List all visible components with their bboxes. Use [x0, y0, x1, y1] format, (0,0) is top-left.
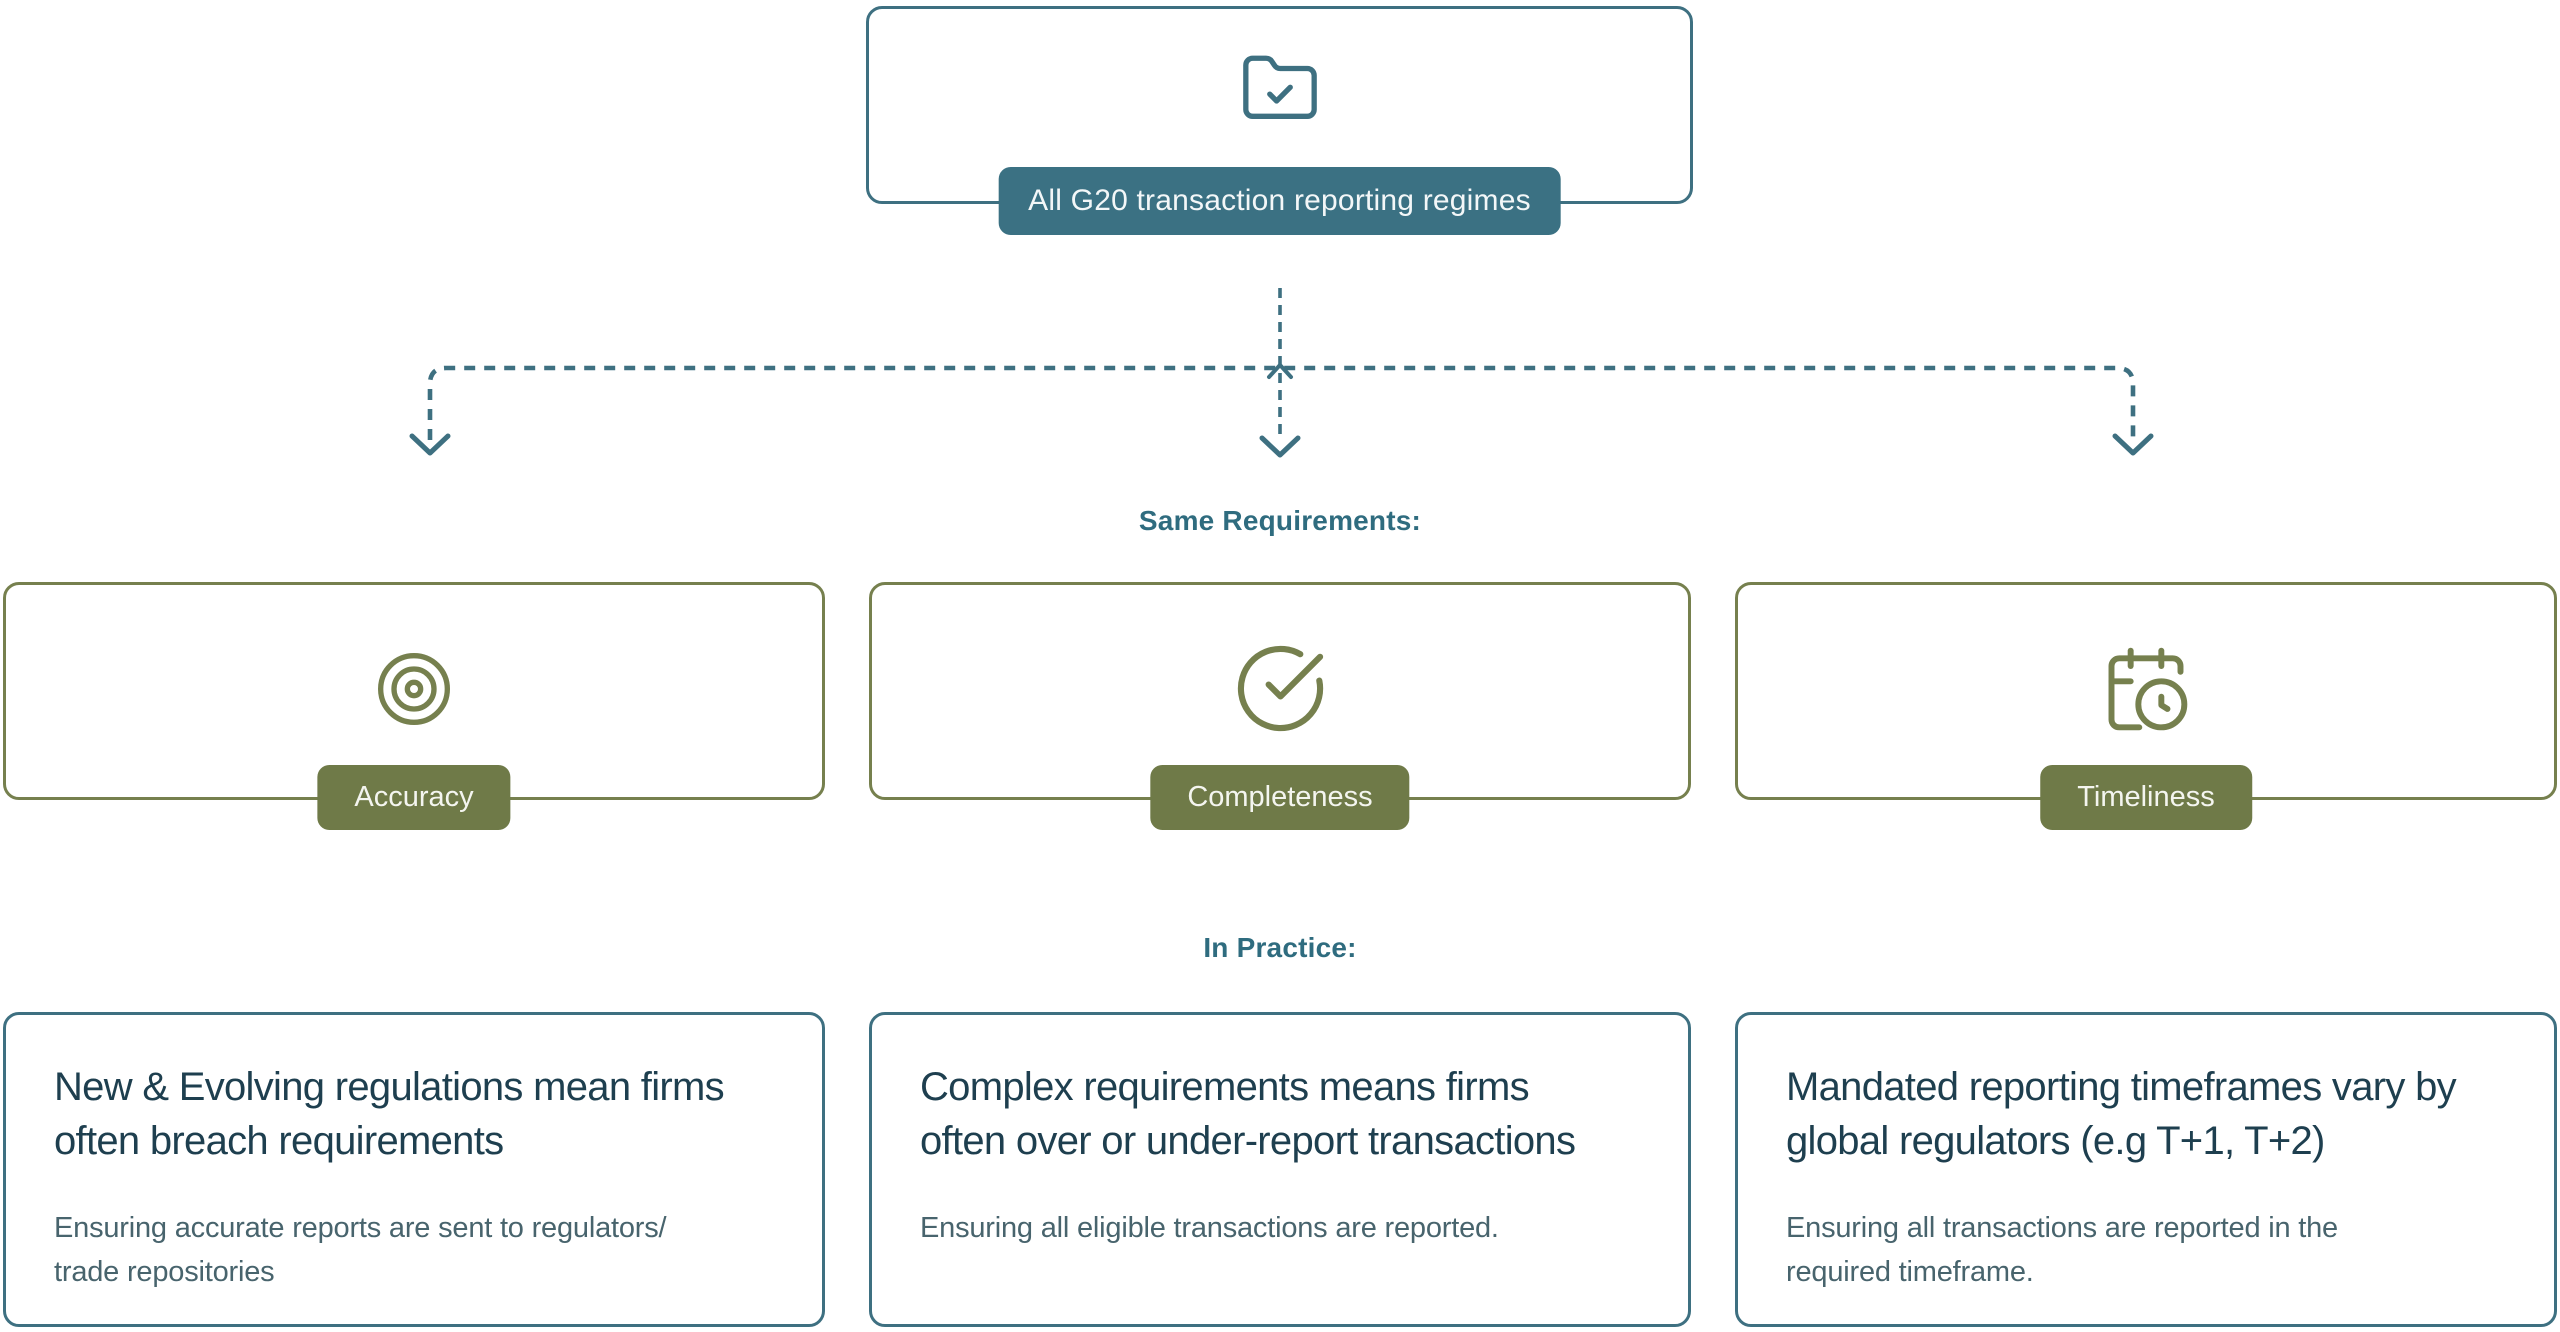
requirement-badge: Completeness [1150, 765, 1410, 830]
practice-card-description: Ensuring all eligible transactions are r… [920, 1212, 1499, 1245]
requirement-badge: Timeliness [2040, 765, 2252, 830]
practice-card-completeness: Complex requirements means firms often o… [869, 1012, 1691, 1327]
connector-arrows [409, 288, 2154, 458]
root-node-badge: All G20 transaction reporting regimes [998, 167, 1561, 235]
requirement-card-accuracy: Accuracy [3, 582, 825, 830]
folder-check-icon [1239, 48, 1321, 135]
requirement-card-completeness: Completeness [869, 582, 1691, 830]
practice-card-timeliness: Mandated reporting timeframes vary by gl… [1735, 1012, 2557, 1327]
practice-card-title: New & Evolving regulations mean firms of… [54, 1065, 725, 1163]
root-node-card: All G20 transaction reporting regimes [866, 6, 1693, 235]
target-icon [374, 649, 454, 734]
practice-card-accuracy: New & Evolving regulations mean firms of… [3, 1012, 825, 1327]
requirement-card-timeliness: Timeliness [1735, 582, 2557, 830]
practice-row: New & Evolving regulations mean firms of… [3, 1012, 2557, 1327]
calendar-clock-icon [2100, 643, 2192, 740]
in-practice-label: In Practice: [1203, 932, 1357, 963]
practice-card-description: Ensuring all transactions are reported i… [1786, 1212, 2338, 1289]
practice-card-title: Mandated reporting timeframes vary by gl… [1786, 1065, 2457, 1163]
same-requirements-label: Same Requirements: [1138, 505, 1422, 536]
practice-card-title: Complex requirements means firms often o… [920, 1065, 1576, 1163]
requirements-row: Accuracy Completeness [3, 582, 2557, 830]
practice-card-description: Ensuring accurate reports are sent to re… [54, 1212, 667, 1289]
requirement-badge: Accuracy [317, 765, 511, 830]
circle-check-icon [1233, 641, 1328, 741]
